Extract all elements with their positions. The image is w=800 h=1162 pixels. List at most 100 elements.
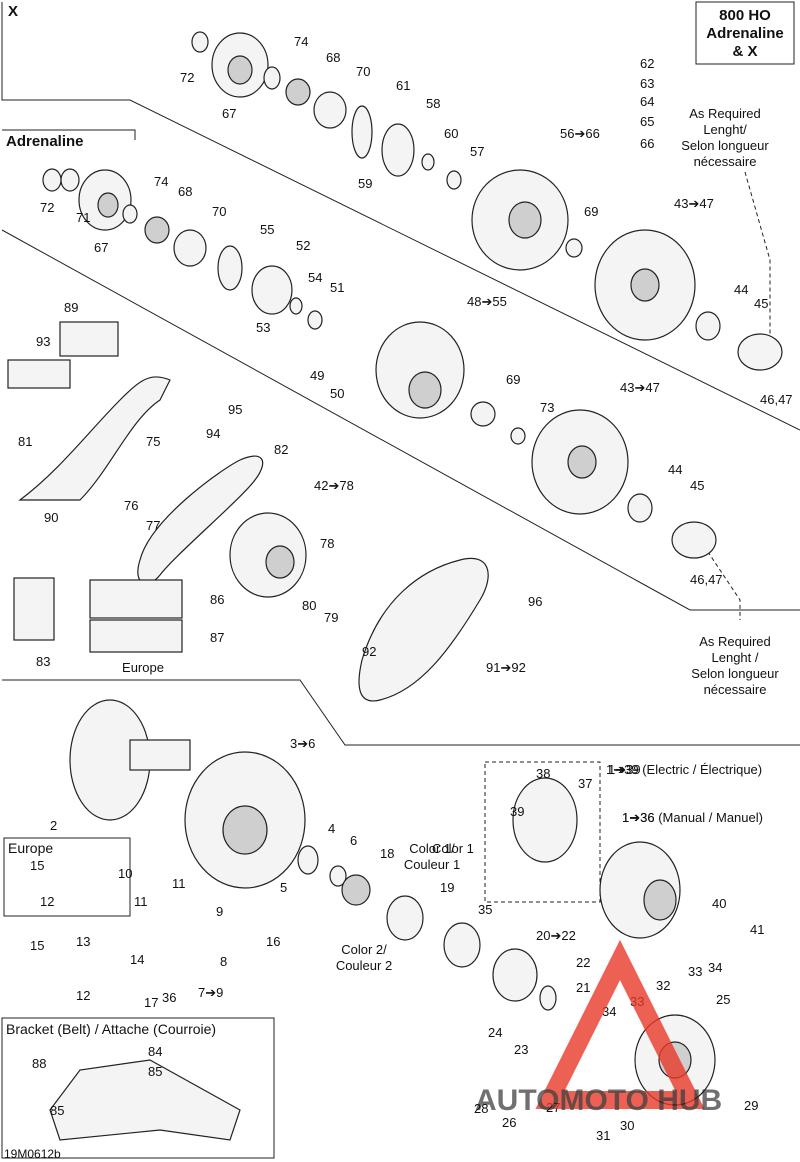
part-callout: Color 1 — [432, 841, 474, 856]
part-callout: 42➔78 — [314, 478, 354, 493]
decal-89 — [59, 321, 119, 357]
part-callout: 14 — [130, 952, 144, 967]
part-callout: 63 — [640, 76, 654, 91]
part-callout: 78 — [320, 536, 334, 551]
part-callout: 48➔55 — [467, 294, 507, 309]
note-electric: 1➔39 (Electric / Électrique) — [606, 762, 762, 777]
part-callout: 15 — [30, 858, 44, 873]
part-callout: 53 — [256, 320, 270, 335]
part-callout: 71 — [76, 210, 90, 225]
part-callout: 62 — [640, 56, 654, 71]
notes: As Required Lenght/ Selon longueur néces… — [336, 106, 780, 973]
part-callout: 59 — [358, 176, 372, 191]
part-callout: 16 — [266, 934, 280, 949]
part-callout: 20➔22 — [536, 928, 576, 943]
part-callout: 73 — [540, 400, 554, 415]
part-callout: 57 — [470, 144, 484, 159]
header-line2: Adrenaline — [706, 25, 784, 42]
note-as-required-bottom-4: nécessaire — [704, 682, 767, 697]
part-callout: 31 — [596, 1128, 610, 1143]
part-callout: 51 — [330, 280, 344, 295]
part-callout: 72 — [40, 200, 54, 215]
part-callout: 60 — [444, 126, 458, 141]
part-callout: 12 — [40, 894, 54, 909]
part-callout: 54 — [308, 270, 322, 285]
part-callout: 86 — [210, 592, 224, 607]
part-callout: 70 — [356, 64, 370, 79]
part-callout: 18 — [380, 846, 394, 861]
part-callout: 8 — [220, 954, 227, 969]
part-callout: 2 — [50, 818, 57, 833]
part-callout: 93 — [36, 334, 50, 349]
watermark-triangle — [535, 939, 705, 1109]
part-callout: 56➔66 — [560, 126, 600, 141]
part-callout: 33 — [688, 964, 702, 979]
part-callout: 17 — [144, 995, 158, 1010]
decal-86 — [89, 579, 183, 619]
header-line1: 800 HO — [719, 7, 771, 24]
part-callout: 68 — [326, 50, 340, 65]
part-callout: 80 — [302, 598, 316, 613]
part-callout: 79 — [324, 610, 338, 625]
note-as-required-top-4: nécessaire — [694, 154, 757, 169]
note-color2-1: Color 2/ — [341, 942, 387, 957]
part-callout: 74 — [154, 174, 168, 189]
part-callout: 11 — [172, 876, 186, 891]
part-callout: 46,47 — [760, 392, 793, 407]
part-callout: 43➔47 — [620, 380, 660, 395]
part-callout: 67 — [222, 106, 236, 121]
part-callout: 25 — [716, 992, 730, 1007]
part-callout: 36 — [162, 990, 176, 1005]
part-callout: 6 — [350, 833, 357, 848]
part-callout: 1➔39 — [608, 762, 641, 777]
part-callout: 13 — [76, 934, 90, 949]
note-as-required-top-2: Lenght/ — [703, 122, 747, 137]
note-as-required-top-1: As Required — [689, 106, 761, 121]
bracket-box-title: Bracket (Belt) / Attache (Courroie) — [6, 1021, 216, 1037]
part-callout: 12 — [76, 988, 90, 1003]
part-callout: 37 — [578, 776, 592, 791]
part-callout: 45 — [754, 296, 768, 311]
part-callout: 30 — [620, 1118, 634, 1133]
part-callout: 85 — [50, 1103, 64, 1118]
part-callout: 45 — [690, 478, 704, 493]
part-callout: 1➔36 — [622, 810, 655, 825]
part-callout: 43➔47 — [674, 196, 714, 211]
part-callout: 38 — [536, 766, 550, 781]
part-callout: 39 — [510, 804, 524, 819]
part-callout: 41 — [750, 922, 764, 937]
part-callout: 24 — [488, 1025, 502, 1040]
part-callout: 44 — [734, 282, 748, 297]
part-callout: 22 — [576, 955, 590, 970]
part-callout: 15 — [30, 938, 44, 953]
part-callout: 83 — [36, 654, 50, 669]
europe-box-title: Europe — [8, 840, 53, 856]
part-callout: 95 — [228, 402, 242, 417]
part-callouts: 7274687067615860575956➔66626364656672717… — [18, 34, 793, 1143]
part-callout: 69 — [584, 204, 598, 219]
watermark-text: AUTOMOTO HUB — [475, 1084, 722, 1117]
part-callout: 9 — [216, 904, 223, 919]
part-callout: 81 — [18, 434, 32, 449]
part-callout: 75 — [146, 434, 160, 449]
section-label-x: X — [8, 3, 18, 20]
part-callout: 11 — [134, 894, 148, 909]
note-manual: 1➔36 (Manual / Manuel) — [622, 810, 763, 825]
note-color1-2: Couleur 1 — [404, 857, 460, 872]
part-callout: 70 — [212, 204, 226, 219]
part-callout: 50 — [330, 386, 344, 401]
part-callout: 87 — [210, 630, 224, 645]
note-as-required-bottom-1: As Required — [699, 634, 771, 649]
part-callout: 65 — [640, 114, 654, 129]
part-callout: 10 — [118, 866, 132, 881]
model-header: 800 HO Adrenaline & X — [706, 7, 784, 60]
watermark: AUTOMOTO HUB — [475, 939, 722, 1117]
part-callout: 94 — [206, 426, 220, 441]
part-callout: 21 — [576, 980, 590, 995]
note-as-required-top-3: Selon longueur — [681, 138, 769, 153]
part-callout: 7➔9 — [198, 985, 223, 1000]
part-callout: 77 — [146, 518, 160, 533]
part-callout: 90 — [44, 510, 58, 525]
part-callout: 40 — [712, 896, 726, 911]
